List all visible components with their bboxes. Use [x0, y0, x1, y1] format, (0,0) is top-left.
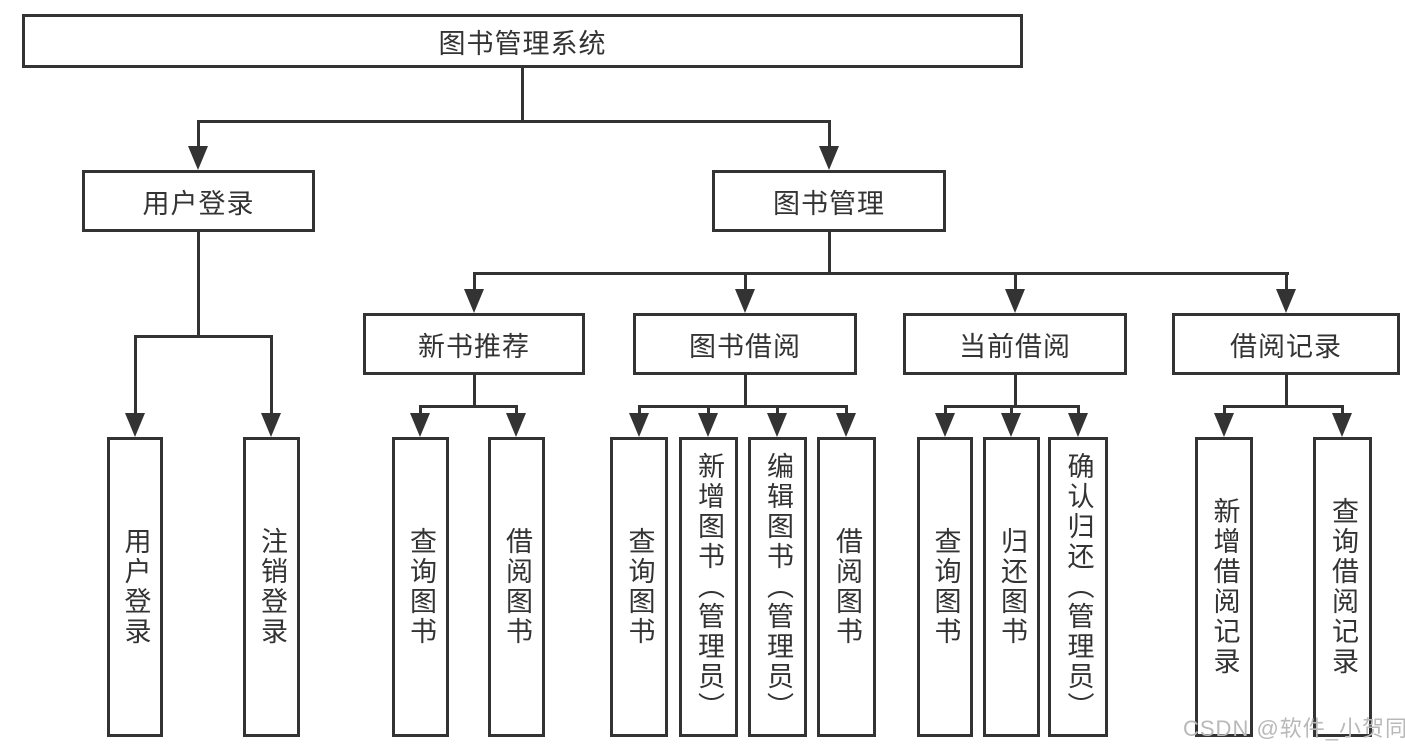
- connector-borrow-records-vline: [1285, 375, 1288, 405]
- leaf-logout-label: 注销登录: [257, 527, 287, 647]
- connector-stub-new-book: [473, 272, 476, 292]
- connector-stub: [1010, 405, 1013, 415]
- node-current-borrow: 当前借阅: [903, 313, 1127, 375]
- connector-book-management-hline: [473, 272, 1289, 275]
- leaf-add-book-admin-label: 新增图书（管理员）: [694, 452, 724, 722]
- connector-stub: [1223, 405, 1226, 415]
- connector-stub: [944, 405, 947, 415]
- connector-stub-borrow-records: [1285, 272, 1288, 292]
- arrowhead-down-icon: [1005, 289, 1025, 313]
- connector-root-hline: [197, 120, 831, 123]
- leaf-user-login: 用户登录: [107, 437, 163, 737]
- leaf-query-books-borrow-label: 查询图书: [624, 527, 655, 647]
- connector-stub-leaf-logout: [270, 335, 273, 415]
- leaf-add-borrow-record-label: 新增借阅记录: [1209, 497, 1240, 677]
- arrowhead-down-icon: [629, 413, 649, 437]
- node-book-borrow-label: 图书借阅: [689, 331, 801, 362]
- leaf-return-book: 归还图书: [983, 437, 1040, 737]
- connector-stub-leaf-user-login: [134, 335, 137, 415]
- connector-stub-book-management: [828, 120, 831, 150]
- leaf-confirm-return-admin: 确认归还（管理员）: [1048, 437, 1108, 737]
- leaf-add-borrow-record: 新增借阅记录: [1195, 437, 1253, 737]
- connector-user-login-vline: [197, 232, 200, 335]
- node-book-management-label: 图书管理: [773, 188, 885, 219]
- connector-book-borrow-hline: [638, 405, 848, 408]
- connector-stub-book-borrow: [744, 272, 747, 292]
- arrowhead-down-icon: [735, 289, 755, 313]
- node-new-book-recommend: 新书推荐: [363, 313, 585, 375]
- arrowhead-down-icon: [464, 289, 484, 313]
- leaf-query-borrow-record: 查询借阅记录: [1313, 437, 1372, 737]
- arrowhead-down-icon: [261, 413, 281, 437]
- node-borrow-records-label: 借阅记录: [1230, 331, 1342, 362]
- node-user-login-label: 用户登录: [142, 188, 255, 219]
- arrowhead-down-icon: [1214, 413, 1234, 437]
- leaf-logout: 注销登录: [243, 437, 300, 737]
- leaf-query-books-recommend-label: 查询图书: [406, 527, 436, 647]
- connector-stub: [845, 405, 848, 415]
- csdn-watermark: CSDN @软件_小贺同学: [1183, 716, 1405, 741]
- connector-book-borrow-vline: [744, 375, 747, 405]
- arrowhead-down-icon: [506, 413, 526, 437]
- leaf-return-book-label: 归还图书: [997, 527, 1027, 647]
- arrowhead-down-icon: [125, 413, 145, 437]
- arrowhead-down-icon: [698, 413, 718, 437]
- leaf-edit-book-admin: 编辑图书（管理员）: [748, 437, 807, 737]
- connector-current-borrow-vline: [1014, 375, 1017, 405]
- connector-stub: [638, 405, 641, 415]
- leaf-query-borrow-record-label: 查询借阅记录: [1328, 497, 1358, 677]
- connector-stub: [515, 405, 518, 415]
- connector-stub: [1077, 405, 1080, 415]
- connector-stub: [419, 405, 422, 415]
- connector-stub: [1341, 405, 1344, 415]
- leaf-borrow-books-recommend-label: 借阅图书: [502, 527, 532, 647]
- connector-stub-user-login: [197, 120, 200, 150]
- leaf-add-book-admin: 新增图书（管理员）: [679, 437, 738, 737]
- node-borrow-records: 借阅记录: [1172, 313, 1400, 375]
- connector-book-management-vline: [828, 232, 831, 272]
- arrowhead-down-icon: [410, 413, 430, 437]
- arrowhead-down-icon: [767, 413, 787, 437]
- arrowhead-down-icon: [1276, 289, 1296, 313]
- leaf-confirm-return-admin-label: 确认归还（管理员）: [1063, 452, 1094, 722]
- leaf-query-books-recommend: 查询图书: [392, 437, 449, 737]
- node-user-login: 用户登录: [82, 170, 315, 232]
- connector-new-book-hline: [419, 405, 518, 408]
- node-current-borrow-label: 当前借阅: [959, 331, 1071, 362]
- leaf-borrow-books-label: 借阅图书: [832, 527, 862, 647]
- node-book-borrow: 图书借阅: [633, 313, 857, 375]
- connector-stub-current-borrow: [1014, 272, 1017, 292]
- connector-stub: [707, 405, 710, 415]
- leaf-borrow-books-recommend: 借阅图书: [488, 437, 545, 737]
- arrowhead-down-icon: [819, 146, 839, 170]
- connector-new-book-vline: [473, 375, 476, 405]
- leaf-borrow-books: 借阅图书: [817, 437, 876, 737]
- arrowhead-down-icon: [935, 413, 955, 437]
- leaf-query-books-borrow: 查询图书: [610, 437, 668, 737]
- connector-borrow-records-hline: [1223, 405, 1344, 408]
- arrowhead-down-icon: [1332, 413, 1352, 437]
- connector-root-vline: [521, 68, 524, 120]
- leaf-user-login-label: 用户登录: [120, 527, 151, 647]
- leaf-edit-book-admin-label: 编辑图书（管理员）: [763, 452, 793, 722]
- connector-stub: [776, 405, 779, 415]
- arrowhead-down-icon: [836, 413, 856, 437]
- arrowhead-down-icon: [1068, 413, 1088, 437]
- node-new-book-recommend-label: 新书推荐: [418, 331, 530, 362]
- node-root-label: 图书管理系统: [438, 28, 607, 59]
- connector-user-login-hline: [134, 335, 273, 338]
- leaf-query-books-current: 查询图书: [917, 437, 973, 737]
- arrowhead-down-icon: [1001, 413, 1021, 437]
- node-book-management: 图书管理: [712, 170, 946, 232]
- arrowhead-down-icon: [188, 146, 208, 170]
- leaf-query-books-current-label: 查询图书: [930, 527, 961, 647]
- node-root: 图书管理系统: [22, 14, 1023, 68]
